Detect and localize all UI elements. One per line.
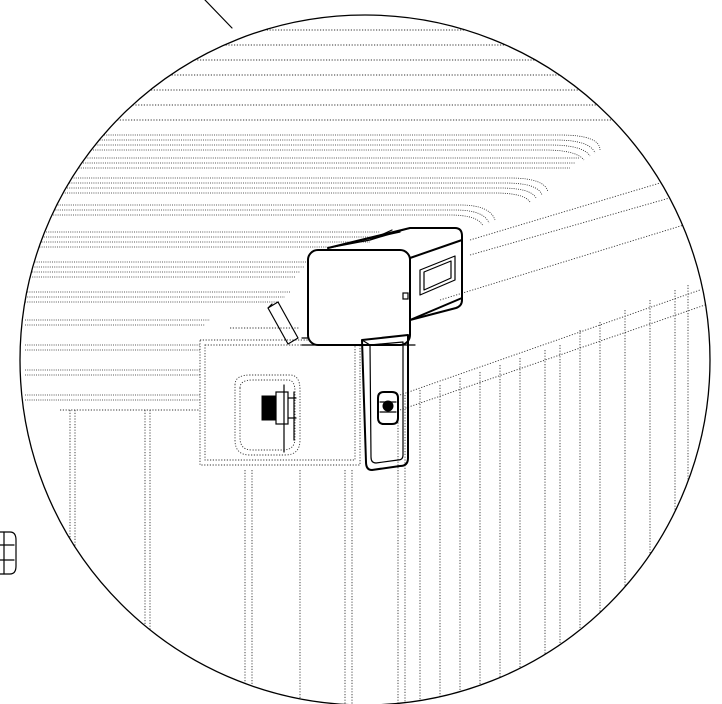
plate-bolt [261, 384, 297, 453]
detail-circle-border [19, 14, 711, 704]
sensor-housing [301, 227, 463, 346]
roof-surface-hatching [25, 29, 650, 401]
wall-panel-ribs [69, 285, 689, 704]
bracket-bolt [377, 391, 399, 425]
panel-edge-outlines [60, 179, 706, 411]
outside-nut [0, 531, 17, 575]
leader-line [204, 0, 233, 29]
locking-pin [267, 301, 299, 345]
l-bracket [361, 334, 409, 471]
mounting-plate [199, 327, 361, 466]
detail-content [25, 29, 706, 704]
